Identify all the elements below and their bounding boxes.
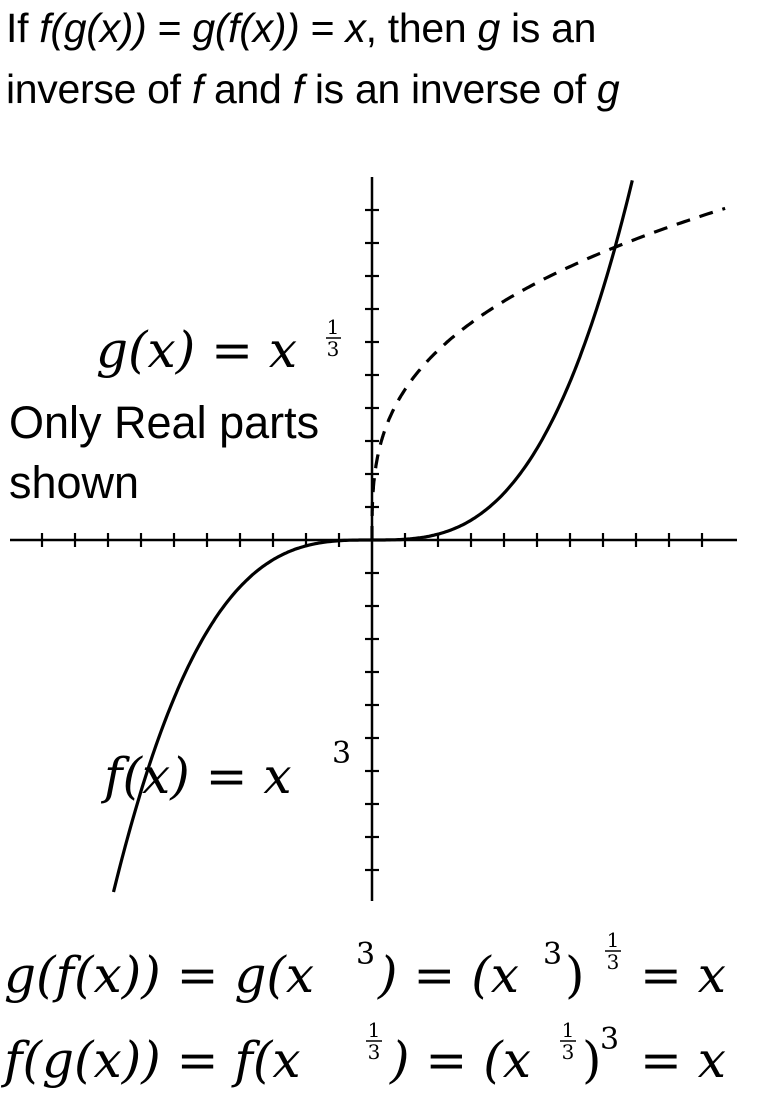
header-inverse-of: inverse of [6, 66, 192, 112]
header-eq1: = [146, 5, 193, 51]
header-if: If [6, 5, 40, 51]
note-line-1: Only Real parts [9, 397, 319, 448]
header-and: and [202, 66, 293, 112]
g-label-exp-num: 1 [327, 315, 340, 339]
header-line-1: If f(g(x)) = g(f(x)) = x, then g is an [6, 5, 596, 52]
eq2-frac1-den: 3 [368, 1040, 381, 1064]
header-var-f2: f [292, 66, 304, 112]
header-expr-fgx: f(g(x)) [39, 5, 147, 51]
g-curve [370, 206, 726, 540]
note-line-2: shown [9, 457, 139, 508]
header-var-x: x [345, 5, 366, 51]
header-var-g: g [477, 5, 500, 51]
header-is-inverse-of: is an inverse of [303, 66, 597, 112]
f-label-exp: 3 [332, 736, 351, 771]
header-expr-gfx: g(f(x)) [192, 5, 300, 51]
eq1-exp-b: 3 [543, 937, 562, 972]
header-eq2: = [299, 5, 346, 51]
g-label-exp-den: 3 [327, 337, 340, 361]
eq1-part-d: = x [640, 946, 726, 1004]
eq1-exp-a: 3 [356, 937, 375, 972]
eq2-frac1-num: 1 [368, 1018, 381, 1042]
eq2-exp-c: 3 [600, 1022, 619, 1057]
g-label: g(x) = x [96, 321, 297, 379]
eq2-frac2-den: 3 [562, 1040, 575, 1064]
header-var-g2: g [596, 66, 620, 112]
eq2-part-a: f(g(x)) = f(x [0, 1031, 301, 1089]
eq1-part-c: ) [565, 946, 585, 1004]
eq1-frac-den: 3 [607, 950, 620, 974]
f-label: f(x) = x [100, 747, 292, 805]
eq1-part-b: ) = (x [377, 946, 519, 1004]
eq2-part-d: = x [640, 1031, 726, 1089]
eq2-part-b: ) = (x [389, 1031, 531, 1089]
header-var-f1: f [191, 66, 203, 112]
eq1-frac-num: 1 [607, 928, 620, 952]
eq2-frac2-num: 1 [562, 1018, 575, 1042]
header-is-an: is an [499, 5, 597, 51]
header-line-2: inverse of f and f is an inverse of g [6, 66, 620, 113]
eq2-part-c: ) [582, 1031, 602, 1089]
eq1-part-a: g(f(x)) = g(x [4, 946, 314, 1004]
header-then: , then [365, 5, 478, 51]
